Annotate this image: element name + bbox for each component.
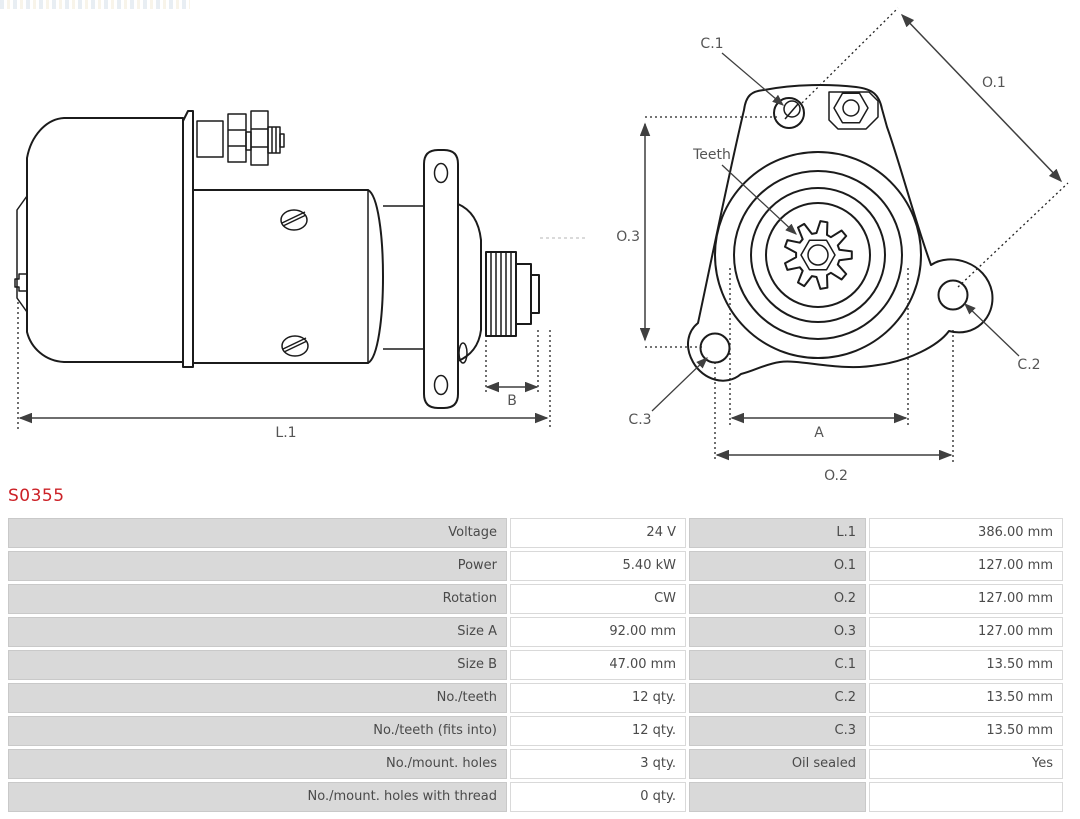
dimension-l1: L.1 [17,302,551,441]
callout-c3: C.3 [628,357,708,428]
dim-label-c1: C.1 [700,36,723,52]
mounting-bracket [423,149,459,409]
spec-label: Oil sealed [689,749,866,779]
dimension-o2: O.2 [714,330,954,484]
dim-label-c3: C.3 [628,412,651,428]
terminal-stud [196,110,285,166]
spec-label: Voltage [8,518,507,548]
top-left-artifact [0,0,190,9]
spec-label: O.3 [689,617,866,647]
dimension-b: B [485,330,539,409]
product-code: S0355 [8,486,65,506]
spec-value [869,782,1063,812]
spec-label [689,782,866,812]
spec-value: 47.00 mm [510,650,686,680]
motor-body-outline [26,117,184,363]
spec-label: L.1 [689,518,866,548]
motor-body-nub [14,273,27,292]
spec-label: O.2 [689,584,866,614]
hex-bolt [828,91,879,130]
spec-value: 127.00 mm [869,584,1063,614]
dim-label-c2: C.2 [1017,357,1040,373]
spec-value: 0 qty. [510,782,686,812]
gear-housing-nose [457,203,482,364]
spec-value: 127.00 mm [869,551,1063,581]
spec-value: 5.40 kW [510,551,686,581]
dim-label-o3: O.3 [616,229,640,245]
flange-outline [686,84,994,382]
mounting-hole-c2 [937,279,969,311]
spec-value: 3 qty. [510,749,686,779]
callout-c2: C.2 [964,303,1041,373]
side-view-drawing: B L.1 [14,110,586,441]
motor-middle-cylinder [192,189,384,364]
spec-value: 13.50 mm [869,716,1063,746]
spec-value: 13.50 mm [869,650,1063,680]
spec-label: No./teeth (fits into) [8,716,507,746]
spec-value: Yes [869,749,1063,779]
teeth-label: Teeth [692,147,731,163]
dimension-a: A [729,268,909,441]
housing-circles [714,151,922,359]
splined-shaft [485,251,540,337]
spec-label: C.1 [689,650,866,680]
mounting-hole-c3 [699,332,731,364]
dim-label-l1: L.1 [275,425,296,441]
dim-label-o1: O.1 [982,75,1006,91]
motor-body-band [16,195,28,313]
spec-value: 24 V [510,518,686,548]
spec-value: CW [510,584,686,614]
spec-value: 127.00 mm [869,617,1063,647]
spec-label: C.3 [689,716,866,746]
spec-label: O.1 [689,551,866,581]
spec-table: Voltage 24 V L.1 386.00 mm Power 5.40 kW… [8,518,1063,812]
callout-teeth: Teeth [692,147,797,235]
dim-label-a: A [814,425,824,441]
spec-value: 12 qty. [510,683,686,713]
spec-label: Power [8,551,507,581]
spec-label: Size A [8,617,507,647]
screw-bottom [281,335,309,357]
spec-value: 13.50 mm [869,683,1063,713]
dimension-o3: O.3 [616,116,778,348]
spec-value: 12 qty. [510,716,686,746]
spec-label: Rotation [8,584,507,614]
screw-top [280,209,308,231]
spec-label: No./mount. holes with thread [8,782,507,812]
front-view-drawing: C.1 Teeth C.2 C.3 O.1 [616,7,1069,484]
spec-label: C.2 [689,683,866,713]
spec-label: Size B [8,650,507,680]
spec-label: No./mount. holes [8,749,507,779]
spec-label: No./teeth [8,683,507,713]
dimension-o1: O.1 [801,7,1069,288]
spec-value: 92.00 mm [510,617,686,647]
technical-drawings: B L.1 [14,7,1069,484]
mounting-hole-c1 [773,97,805,129]
pinion-gear [784,220,853,290]
callout-c1: C.1 [700,36,784,106]
dim-label-b: B [507,393,517,409]
dim-label-o2: O.2 [824,468,848,484]
spec-value: 386.00 mm [869,518,1063,548]
body-flange-plate [182,110,194,368]
